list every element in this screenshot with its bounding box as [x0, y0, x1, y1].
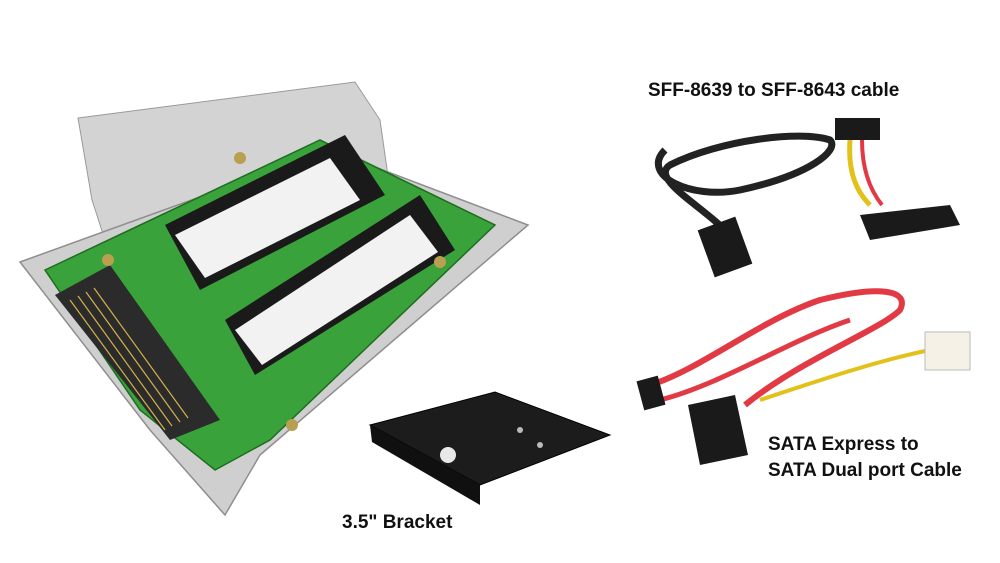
bracket-hole: [517, 427, 523, 433]
sata-cable-red: [649, 288, 905, 408]
bracket-hole: [537, 442, 543, 448]
bracket-label: 3.5" Bracket: [342, 512, 453, 533]
sata-cable-label: SATA Express to SATA Dual port Cable: [768, 432, 962, 484]
sata-power-connector: [835, 118, 880, 140]
screw: [434, 256, 446, 268]
m2-ssd-bottom-label: [235, 215, 438, 365]
sata-cable-yellow: [759, 348, 931, 402]
screw: [102, 254, 114, 266]
sff-8643-connector: [697, 216, 753, 278]
sata-label-line1: SATA Express to: [768, 434, 919, 455]
molex-connector: [924, 331, 971, 371]
screw: [286, 419, 298, 431]
connector-pins: [69, 287, 189, 431]
sata-label-line2: SATA Dual port Cable: [768, 460, 962, 481]
u2-connector: [55, 265, 220, 440]
m2-ssd-top-label: [175, 158, 360, 278]
bracket-hole: [440, 447, 456, 463]
sata-express-connector: [688, 395, 748, 465]
sff-cable-loop: [654, 132, 836, 233]
bracket-side: [370, 425, 480, 505]
sata-cable-red-2: [659, 317, 851, 403]
bracket-plate: [368, 391, 612, 486]
power-wires: [860, 139, 884, 207]
sff-8639-connector: [860, 205, 960, 240]
sff-cable-label: SFF-8639 to SFF-8643 cable: [648, 80, 900, 101]
screw: [234, 152, 246, 164]
power-wires: [847, 139, 872, 207]
sata-connector-left: [636, 375, 666, 411]
